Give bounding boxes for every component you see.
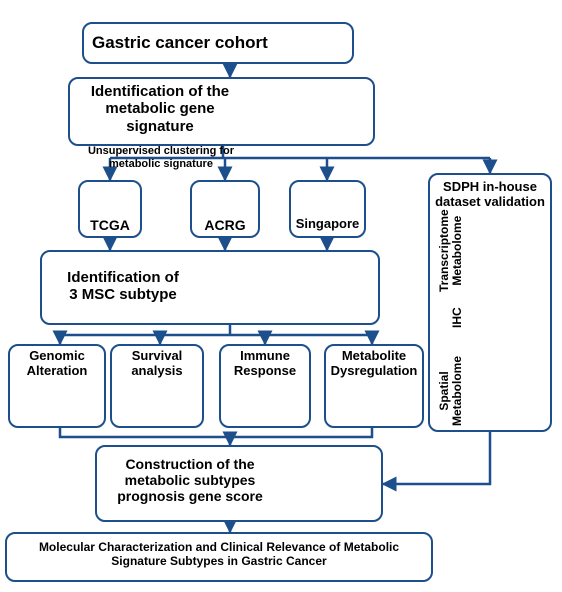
construction-box xyxy=(95,445,383,522)
acrg-box xyxy=(190,180,260,238)
metabolite-title: Metabolite Dysregulation xyxy=(330,348,418,378)
final-title: Molecular Characterization and Clinical … xyxy=(38,540,400,568)
metabolite-box xyxy=(324,344,424,428)
line-merge xyxy=(58,428,374,439)
clustering-label: Unsupervised clustering for metabolic si… xyxy=(87,145,235,170)
immune-box xyxy=(219,344,311,428)
singapore-label: Singapore xyxy=(295,216,360,231)
msc-title: Identification of 3 MSC subtype xyxy=(67,269,179,304)
survival-title: Survival analysis xyxy=(131,348,183,378)
arrow-sdph-to-construction xyxy=(381,432,492,492)
ihc-label: IHC xyxy=(450,307,464,328)
genomic-title: Genomic Alteration xyxy=(26,348,88,378)
connectors xyxy=(52,63,498,534)
cohort-title: Gastric cancer cohort xyxy=(92,33,268,52)
immune-title: Immune Response xyxy=(233,348,297,378)
sdph-box xyxy=(428,173,552,432)
construction-title: Construction of the metabolic subtypes p… xyxy=(117,456,263,505)
identification-title: Identification of the metabolic gene sig… xyxy=(90,83,230,135)
survival-box xyxy=(110,344,204,428)
spatial-label: Spatial Metabolome xyxy=(437,355,465,426)
final-box xyxy=(5,532,433,582)
tcga-label: TCGA xyxy=(90,217,130,233)
cohort-box xyxy=(82,22,354,64)
msc-box xyxy=(40,250,380,325)
transcriptome-label: Transcriptome Metabolome xyxy=(437,209,465,292)
acrg-label: ACRG xyxy=(204,217,246,233)
genomic-box xyxy=(8,344,106,428)
tcga-box xyxy=(78,180,142,238)
singapore-box xyxy=(289,180,366,238)
identification-box xyxy=(68,77,375,146)
sdph-title: SDPH in-house dataset validation xyxy=(435,179,545,209)
